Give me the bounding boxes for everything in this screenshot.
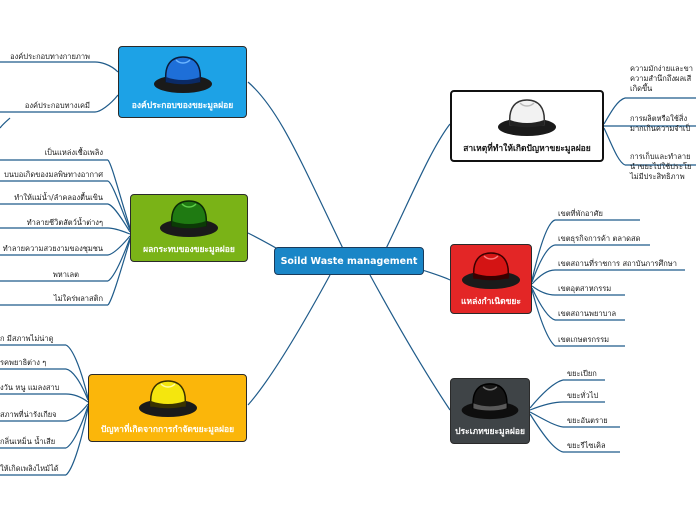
sources-leaf-2[interactable]: เขตธุรกิจการค้า ตลาดสด [558,234,641,243]
disposal-problems-node[interactable]: ปัญหาที่เกิดจากการกำจัดขยะมูลฝอย [88,374,247,442]
components-leaf-1[interactable]: องค์ประกอบทางกายภาพ [10,52,90,61]
sources-leaf-4[interactable]: เขตอุตสาหกรรม [558,284,612,293]
yellow-hat-icon [138,380,197,417]
impacts-label: ผลกระทบของขยะมูลฝอย [143,245,235,255]
blue-hat-icon [153,56,212,93]
sources-leaf-3[interactable]: เขตสถานที่ราชการ สถาบันการศึกษา [558,259,677,268]
impacts-leaf-6[interactable]: พหาเลต [52,270,79,279]
central-topic[interactable]: Soild Waste management [274,247,424,275]
impacts-leaf-1[interactable]: เป็นแหล่งเชื้อเพลิง [44,148,103,157]
causes-label: สาเหตุที่ทำให้เกิดปัญหาขยะมูลฝอย [463,144,591,154]
disposal-leaf-2[interactable]: รคพยาธิต่าง ๆ [0,358,47,367]
impacts-leaf-3[interactable]: ทำให้แม่น้ำ/ลำคลองตื้นเขิน [14,193,103,202]
sources-leaf-5[interactable]: เขตสถานพยาบาล [558,309,617,318]
red-hat-icon [462,252,520,289]
types-leaf-4[interactable]: ขยะรีไซเคิล [567,441,606,450]
components-leaf-2[interactable]: องค์ประกอบทางเคมี [24,101,90,110]
impacts-leaf-5[interactable]: ทำลายความสวยงามของชุมชน [2,244,103,253]
black-hat-icon [461,383,519,420]
disposal-leaf-5[interactable]: กลิ่นเหม็น น้ำเสีย [0,437,56,446]
impacts-leaf-4[interactable]: ทำลายชีวิตสัตว์น้ำต่างๆ [26,218,103,227]
disposal-leaf-6[interactable]: ให้เกิดเพลิงไหม้ได้ [0,464,59,473]
disposal-leaf-3[interactable]: งวัน หนู แมลงสาบ [0,383,60,392]
disposal-leaf-1[interactable]: ก มีสภาพไม่น่าดู [0,334,54,343]
disposal-problems-label: ปัญหาที่เกิดจากการกำจัดขยะมูลฝอย [100,425,235,435]
disposal-leaf-4[interactable]: สภาพที่น่ารังเกียจ [0,410,57,419]
causes-leaf-1[interactable]: ความมักง่ายและขา ความสำนึกถึงผลเสี เกิดข… [630,64,693,93]
impacts-leaf-7[interactable]: ไม่ใคร่พลาสติก [53,294,103,303]
types-leaf-1[interactable]: ขยะเปียก [567,369,597,378]
types-leaf-2[interactable]: ขยะทั่วไป [567,391,599,400]
causes-leaf-2[interactable]: การผลิตหรือใช้สิ่ง มากเกินความจำเป็ [630,114,691,133]
impacts-leaf-2[interactable]: บนบอเกิดของมลพิษทางอากาศ [4,170,103,179]
sources-node[interactable]: แหล่งกำเนิดขยะ [450,244,532,314]
sources-label: แหล่งกำเนิดขยะ [461,297,521,307]
components-label: องค์ประกอบของขยะมูลฝอย [131,101,234,111]
types-leaf-3[interactable]: ขยะอันตราย [567,416,608,425]
white-hat-icon [498,99,556,136]
types-label: ประเภทขยะมูลฝอย [455,427,525,437]
green-hat-icon [160,200,218,237]
causes-node[interactable]: สาเหตุที่ทำให้เกิดปัญหาขยะมูลฝอย [450,90,604,162]
sources-leaf-6[interactable]: เขตเกษตรกรรม [558,335,610,344]
components-node[interactable]: องค์ประกอบของขยะมูลฝอย [118,46,247,118]
impacts-node[interactable]: ผลกระทบของขยะมูลฝอย [130,194,248,262]
types-node[interactable]: ประเภทขยะมูลฝอย [450,378,530,444]
causes-leaf-3[interactable]: การเก็บและทำลาย นำขยะไปใช้ประโย ไม่มีประ… [630,152,692,181]
sources-leaf-1[interactable]: เขตที่พักอาศัย [558,209,603,218]
